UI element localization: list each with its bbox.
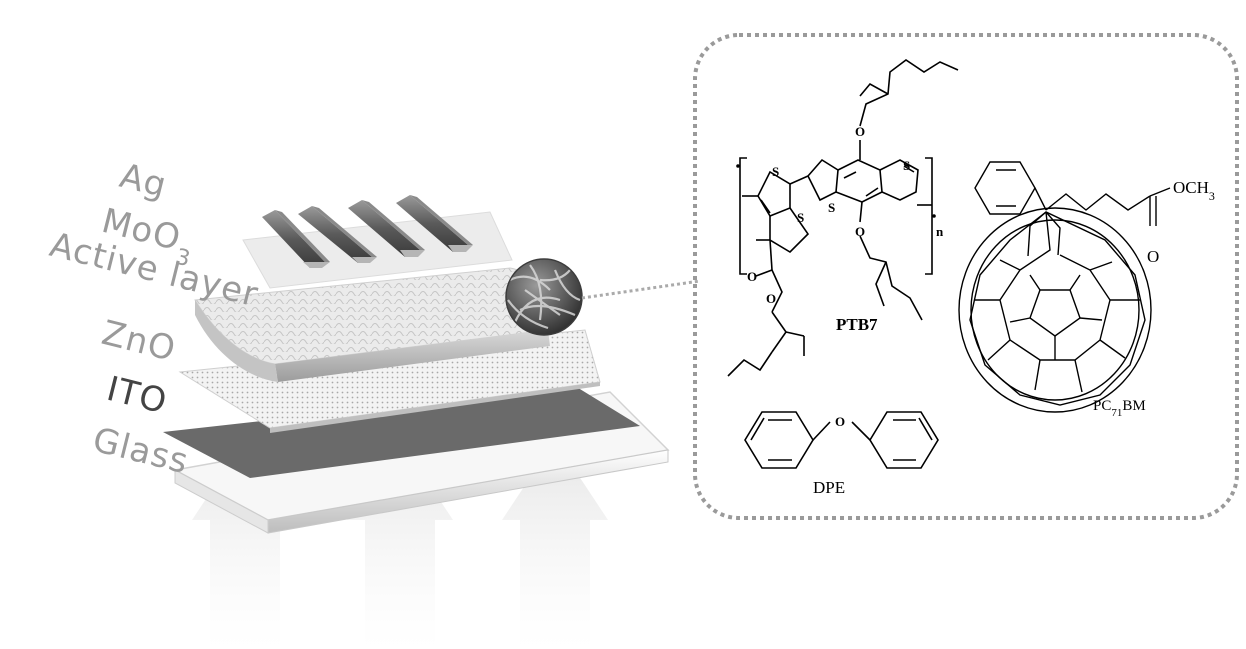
svg-text:n: n [936, 224, 944, 239]
svg-text:OCH3: OCH3 [1173, 178, 1215, 203]
ptb7-atoms: S S S S O O O O n PTB7 [747, 124, 944, 334]
electrode-bar [262, 210, 330, 268]
electrode-bar [396, 195, 473, 252]
active-layer [194, 267, 550, 382]
ito-layer [163, 386, 640, 478]
svg-text:O: O [855, 124, 865, 139]
label-glass: Glass [89, 420, 193, 482]
svg-text:S: S [903, 158, 910, 173]
morphology-zoom-icon [505, 258, 583, 336]
pc71bm-structure [958, 161, 1171, 413]
molecule-inset-box [693, 33, 1239, 520]
pc71bm-atoms: O OCH3 PC71BM [1093, 178, 1215, 419]
svg-text:O: O [766, 291, 776, 306]
svg-text:O: O [855, 224, 865, 239]
pc71bm-label: PC71BM [1093, 398, 1146, 419]
svg-text:S: S [797, 210, 804, 225]
ptb7-label: PTB7 [836, 315, 878, 334]
dpe-atoms: O DPE [813, 414, 845, 497]
light-arrow-icon [502, 440, 608, 649]
dpe-label: DPE [813, 478, 845, 497]
ag-electrodes [262, 195, 473, 268]
dpe-structure [744, 411, 939, 469]
ptb7-structure [727, 59, 959, 377]
svg-text:S: S [772, 164, 779, 179]
label-zno: ZnO [98, 313, 180, 370]
svg-text:S: S [828, 200, 835, 215]
electrode-bar [348, 200, 425, 257]
svg-text:O: O [747, 269, 757, 284]
label-ag: Ag [116, 156, 171, 206]
electrode-bar [298, 206, 377, 263]
svg-text:O: O [835, 414, 845, 429]
zoom-leader-line [581, 279, 701, 300]
svg-text:O: O [1147, 247, 1159, 266]
label-ito: ITO [103, 369, 171, 422]
